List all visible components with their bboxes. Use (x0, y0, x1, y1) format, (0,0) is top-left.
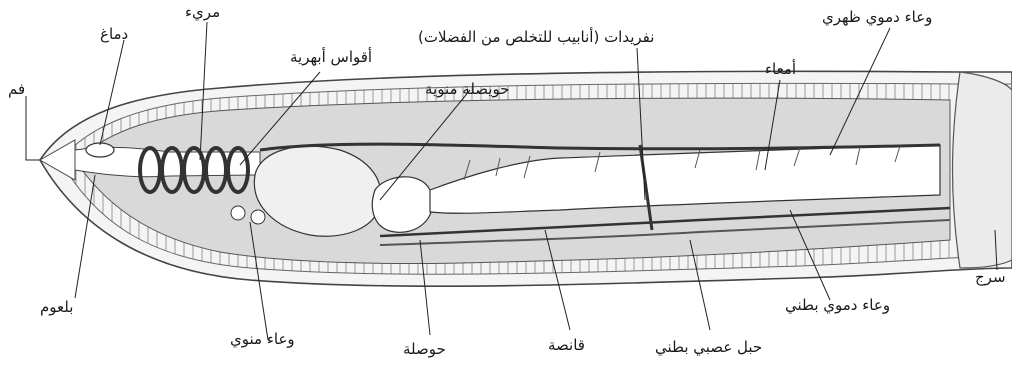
sperm-sac-1 (231, 206, 245, 220)
clitellum-band (953, 72, 1012, 268)
label-intestine: أمعاء (765, 60, 796, 78)
gizzard-shape (372, 177, 432, 232)
sperm-sac-2 (251, 210, 265, 224)
label-clitellum: سرج (975, 268, 1006, 286)
label-crop: حوصلة (403, 340, 446, 358)
label-seminal-vesicle: حويصلة منوية (425, 80, 510, 98)
label-ventral-nerve-cord: حبل عصبي بطني (655, 338, 762, 356)
label-pharynx: بلعوم (40, 298, 73, 316)
label-gizzard: قانصة (548, 336, 585, 354)
label-mouth: فم (8, 80, 25, 98)
label-brain: دماغ (100, 25, 128, 43)
label-nephridia: نفريدات (أنابيب للتخلص من الفضلات) (418, 28, 654, 46)
label-dorsal-vessel: وعاء دموي ظهري (822, 8, 932, 26)
label-esophagus: مريء (185, 3, 220, 21)
brain-shape (86, 143, 114, 157)
label-aortic-arches: أقواس أبهرية (290, 48, 372, 66)
label-sperm-duct: وعاء منوي (230, 330, 295, 348)
label-ventral-vessel: وعاء دموي بطني (785, 296, 890, 314)
